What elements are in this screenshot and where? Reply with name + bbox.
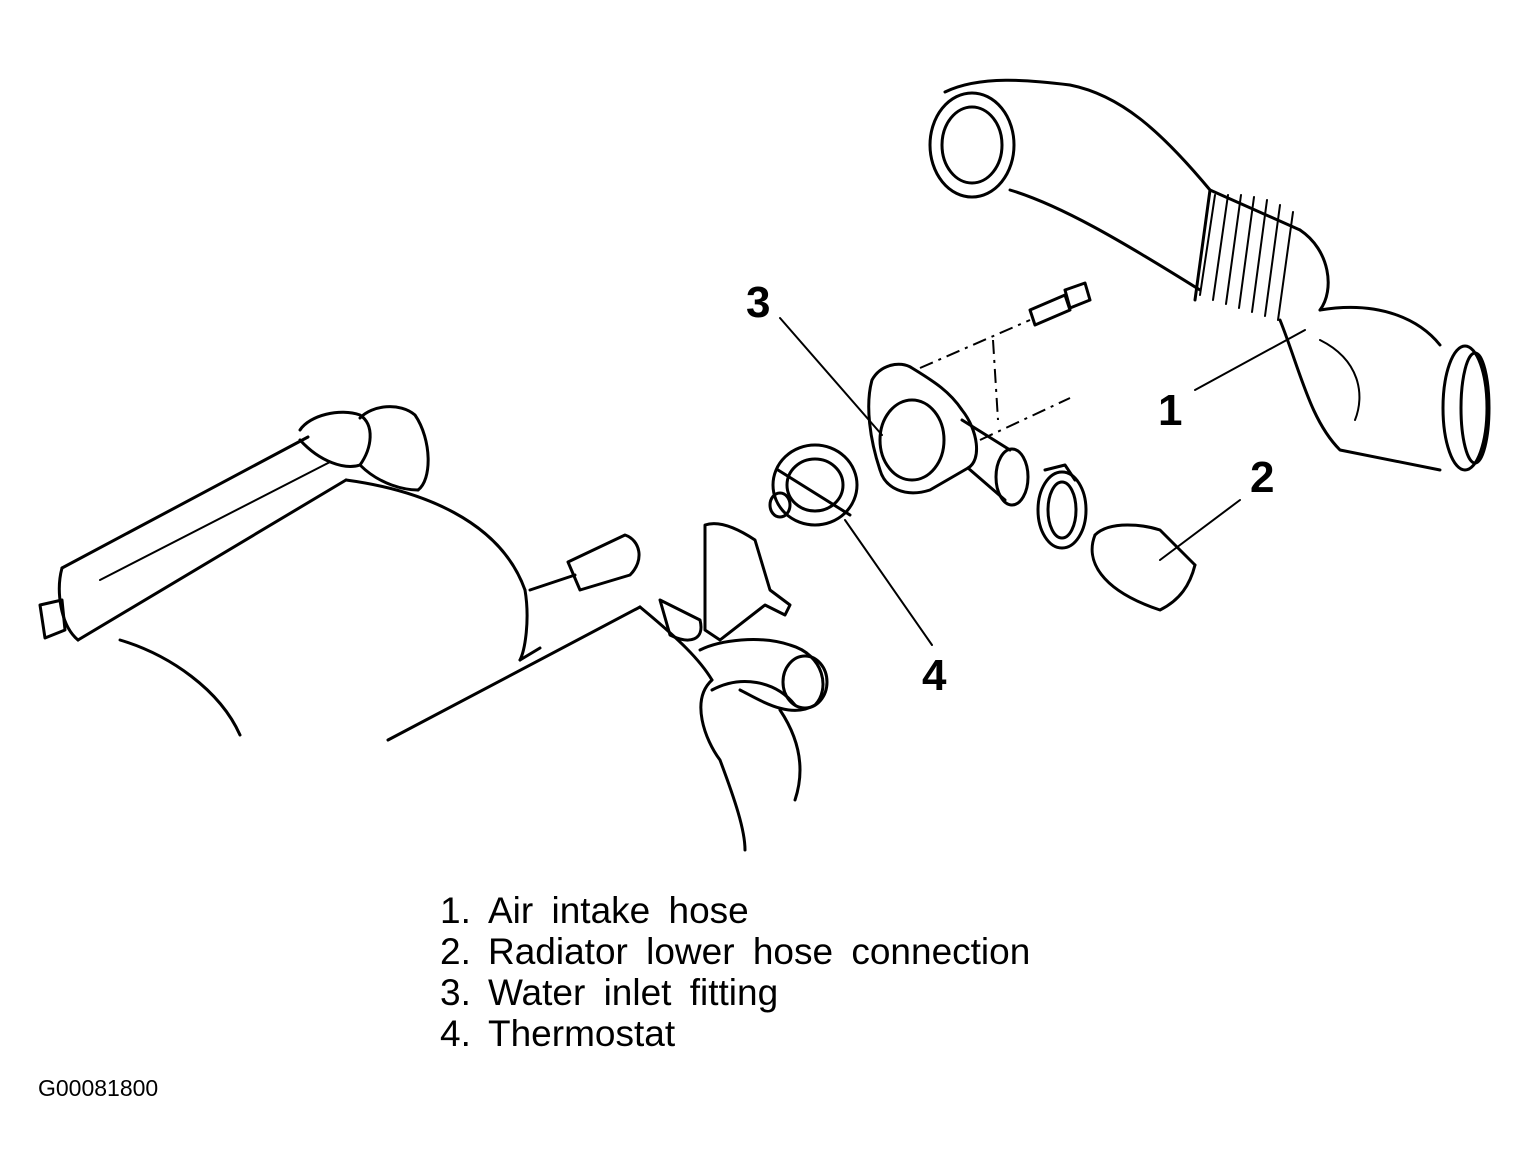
legend-text: Air intake hose (488, 890, 749, 931)
alignment-line-upper (919, 319, 1031, 369)
legend-number: 4. (440, 1013, 471, 1054)
engine-intake-manifold (38, 405, 829, 852)
radiator-lower-hose (1090, 523, 1197, 612)
leader-line-4 (844, 519, 933, 646)
callout-number-4: 4 (922, 651, 947, 700)
legend-text: Thermostat (488, 1013, 676, 1054)
legend-row: 1. Air intake hose (440, 890, 1030, 931)
legend-text: Water inlet fitting (488, 972, 779, 1013)
callout-number-3: 3 (746, 278, 770, 327)
leader-line-3 (779, 317, 883, 436)
alignment-line-lower (979, 397, 1071, 441)
air-intake-hose (928, 78, 1491, 472)
callout-number-1: 1 (1158, 386, 1182, 435)
figure-id: G00081800 (38, 1075, 159, 1101)
legend-row: 4. Thermostat (440, 1013, 1030, 1054)
legend-number: 1. (440, 890, 471, 931)
hose-bellows-ribs (1199, 194, 1294, 321)
legend-number: 3. (440, 972, 471, 1013)
legend-row: 2. Radiator lower hose connection (440, 931, 1030, 972)
leader-line-1 (1194, 329, 1306, 391)
legend-row: 3. Water inlet fitting (440, 972, 1030, 1013)
leader-line-2 (1159, 499, 1241, 561)
water-inlet-fitting (867, 362, 1030, 507)
legend-number: 2. (440, 931, 471, 972)
bolt (1028, 281, 1092, 327)
alignment-line-vertical (992, 339, 999, 421)
legend-text: Radiator lower hose connection (488, 931, 1031, 972)
parts-legend: 1. Air intake hose 2. Radiator lower hose … (440, 890, 1030, 1054)
callout-number-2: 2 (1250, 453, 1274, 502)
hose-clamp (1036, 463, 1088, 550)
thermostat (768, 443, 859, 527)
